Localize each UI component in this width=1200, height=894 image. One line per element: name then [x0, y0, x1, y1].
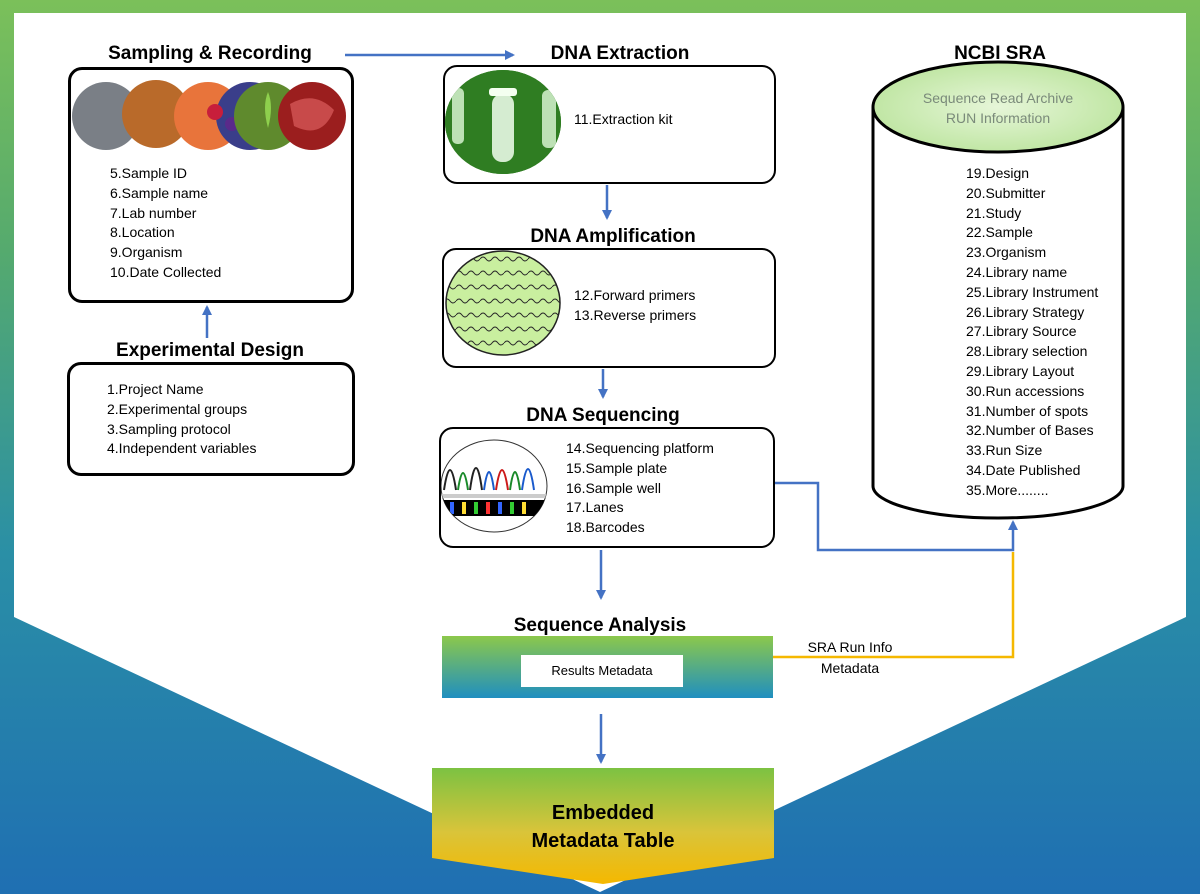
- list-item: 35.More........: [966, 481, 1049, 498]
- sra-header-line1: Sequence Read Archive: [922, 90, 1074, 106]
- amplification-title: DNA Amplification: [530, 226, 696, 247]
- sample-images: [72, 80, 346, 150]
- list-item: 23.Organism: [966, 244, 1047, 261]
- results-metadata-label: Results Metadata: [551, 663, 653, 678]
- list-item: 12.Forward primers: [574, 287, 696, 303]
- sra-run-info-line2: Metadata: [820, 660, 880, 676]
- list-item: 17.Lanes: [566, 499, 624, 516]
- list-item: 1.Project Name: [107, 381, 204, 397]
- list-item: 13.Reverse primers: [574, 306, 697, 323]
- extraction-tubes-image: [445, 70, 561, 174]
- list-item: 2.Experimental groups: [107, 400, 248, 417]
- list-item: 7.Lab number: [110, 204, 197, 221]
- list-item: 28.Library selection: [966, 343, 1088, 360]
- sequencing-box: [439, 427, 775, 548]
- sampling-list: 5.Sample ID 6.Sample name 7.Lab number 8…: [110, 164, 221, 283]
- sra-title: NCBI SRA: [954, 43, 1046, 64]
- list-item: 32.Number of Bases: [966, 422, 1094, 439]
- list-item: 27.Library Source: [966, 323, 1077, 340]
- amplification-box: [442, 248, 776, 368]
- arrow-sequencing-to-sra: [775, 481, 1018, 552]
- list-item: 5.Sample ID: [110, 165, 188, 181]
- list-item: 25.Library Instrument: [966, 283, 1099, 300]
- list-item: 33.Run Size: [966, 442, 1043, 459]
- list-item: 19.Design: [966, 165, 1030, 181]
- list-item: 30.Run accessions: [966, 382, 1085, 399]
- embedded-table-line2: Metadata Table: [531, 830, 675, 852]
- amplification-list: 12.Forward primers 13.Reverse primers: [574, 286, 696, 326]
- experimental-design-title: Experimental Design: [116, 340, 304, 361]
- sra-header-line2: RUN Information: [945, 110, 1051, 126]
- experimental-design-box: [67, 362, 355, 476]
- list-item: 8.Location: [110, 224, 175, 241]
- connector-analysis-to-sra: [773, 552, 1015, 659]
- results-metadata-box: [521, 655, 683, 687]
- list-item: 29.Library Layout: [966, 362, 1075, 379]
- amplification-primers-image: [445, 250, 561, 356]
- list-item: 22.Sample: [966, 224, 1033, 241]
- sequence-analysis-title: Sequence Analysis: [513, 615, 687, 636]
- sra-cylinder: [871, 60, 1125, 520]
- extraction-box: [443, 65, 776, 184]
- list-item: 11.Extraction kit: [574, 111, 673, 127]
- list-item: 21.Study: [966, 204, 1022, 221]
- chromatogram-image: [440, 439, 548, 533]
- list-item: 31.Number of spots: [966, 402, 1089, 419]
- list-item: 3.Sampling protocol: [107, 420, 231, 437]
- list-item: 24.Library name: [966, 263, 1068, 280]
- sra-run-info-line1: SRA Run Info: [807, 639, 893, 655]
- sequencing-list: 14.Sequencing platform 15.Sample plate 1…: [566, 439, 714, 538]
- list-item: 20.Submitter: [966, 184, 1046, 201]
- sequencing-title: DNA Sequencing: [526, 405, 680, 426]
- list-item: 4.Independent variables: [107, 440, 257, 457]
- extraction-title: DNA Extraction: [550, 43, 690, 64]
- list-item: 14.Sequencing platform: [566, 440, 714, 456]
- sampling-box: [68, 67, 354, 303]
- list-item: 9.Organism: [110, 244, 183, 261]
- list-item: 6.Sample name: [110, 184, 209, 201]
- embedded-table-line1: Embedded: [551, 802, 655, 824]
- list-item: 16.Sample well: [566, 479, 661, 496]
- list-item: 34.Date Published: [966, 461, 1081, 478]
- embedded-metadata-shape: [432, 768, 774, 884]
- list-item: 18.Barcodes: [566, 519, 645, 536]
- sampling-title: Sampling & Recording: [108, 43, 312, 64]
- list-item: 15.Sample plate: [566, 459, 668, 476]
- experimental-design-list: 1.Project Name 2.Experimental groups 3.S…: [107, 380, 256, 459]
- sra-list: 19.Design 20.Submitter 21.Study 22.Sampl…: [966, 164, 1098, 501]
- list-item: 10.Date Collected: [110, 263, 222, 280]
- extraction-list: 11.Extraction kit: [574, 110, 673, 130]
- list-item: 26.Library Strategy: [966, 303, 1085, 320]
